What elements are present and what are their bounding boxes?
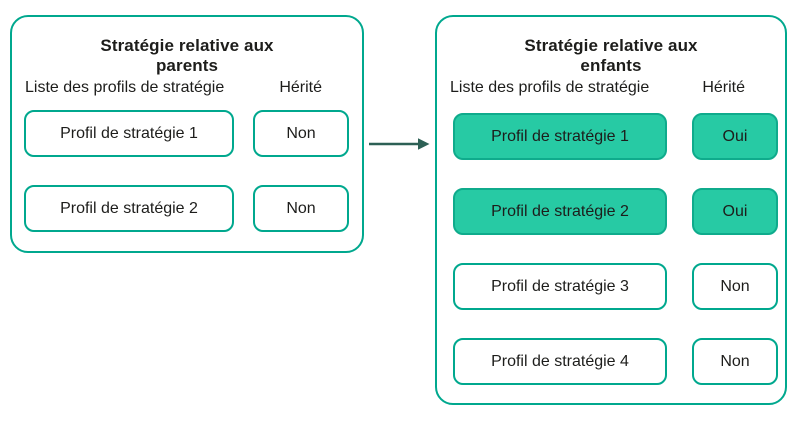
child-policy-panel: Stratégie relative aux enfants Liste des… [435, 15, 787, 405]
policy-profile-box: Profil de stratégie 3 [453, 263, 667, 310]
child-panel-header: Stratégie relative aux enfants Liste des… [437, 17, 785, 98]
inherited-value-box: Oui [692, 188, 778, 235]
parent-panel-header: Stratégie relative aux parents Liste des… [12, 17, 362, 98]
inherited-value-box: Non [253, 110, 349, 157]
parent-policy-panel: Stratégie relative aux parents Liste des… [10, 15, 364, 253]
parent-profile-rows: Profil de stratégie 1 Non Profil de stra… [12, 110, 362, 232]
policy-profile-row: Profil de stratégie 1 Oui [437, 113, 785, 160]
parent-column-headers: Liste des profils de stratégie Hérité [12, 78, 362, 98]
inherited-value-box: Non [253, 185, 349, 232]
policy-profile-row: Profil de stratégie 2 Oui [437, 188, 785, 235]
policy-profile-row: Profil de stratégie 2 Non [12, 185, 362, 232]
policy-profile-row: Profil de stratégie 4 Non [437, 338, 785, 385]
policy-profile-box: Profil de stratégie 2 [24, 185, 234, 232]
child-panel-title: Stratégie relative aux enfants [524, 36, 698, 75]
child-column-headers: Liste des profils de stratégie Hérité [437, 78, 785, 98]
column-header-profiles: Liste des profils de stratégie [450, 79, 650, 96]
parent-panel-title: Stratégie relative aux parents [100, 36, 274, 75]
inherited-value-box: Oui [692, 113, 778, 160]
policy-profile-box: Profil de stratégie 1 [453, 113, 667, 160]
child-profile-rows: Profil de stratégie 1 Oui Profil de stra… [437, 113, 785, 385]
column-header-inherited: Hérité [702, 79, 745, 96]
inheritance-arrow [368, 136, 430, 152]
policy-profile-box: Profil de stratégie 2 [453, 188, 667, 235]
policy-profile-row: Profil de stratégie 3 Non [437, 263, 785, 310]
inherited-value-box: Non [692, 263, 778, 310]
inherited-value-box: Non [692, 338, 778, 385]
column-header-inherited: Hérité [279, 79, 322, 96]
column-header-profiles: Liste des profils de stratégie [25, 79, 225, 96]
arrow-right-icon [369, 138, 430, 150]
policy-profile-box: Profil de stratégie 4 [453, 338, 667, 385]
policy-profile-box: Profil de stratégie 1 [24, 110, 234, 157]
policy-profile-row: Profil de stratégie 1 Non [12, 110, 362, 157]
